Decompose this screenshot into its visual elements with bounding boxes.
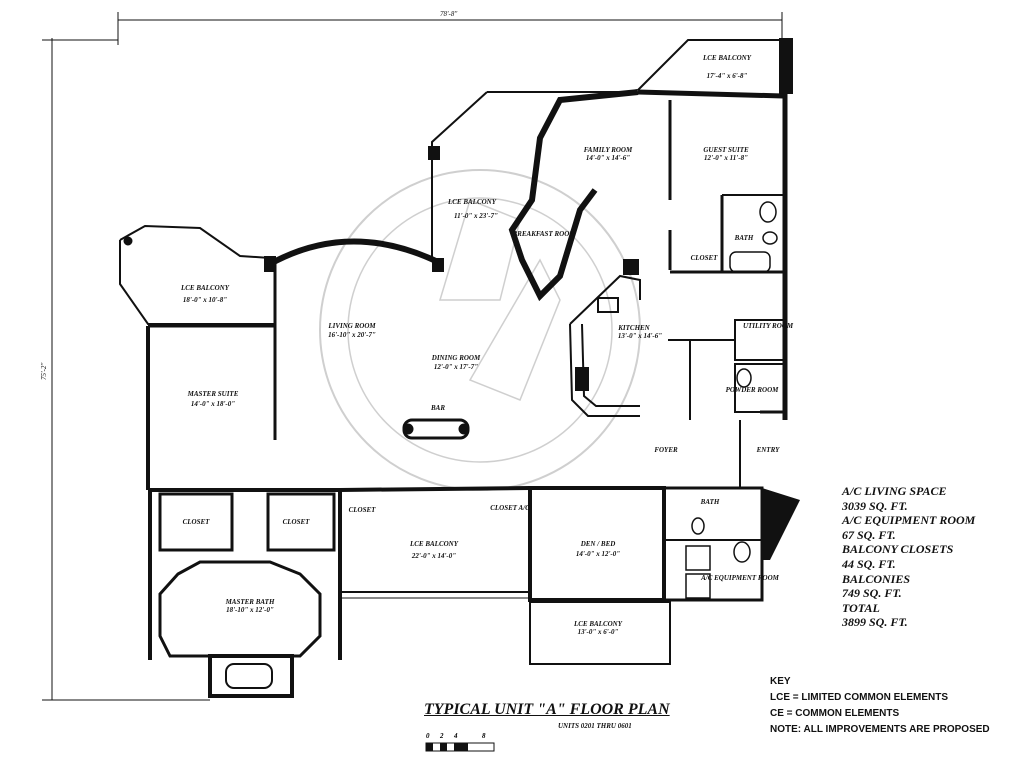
area-summary: A/C LIVING SPACE 3039 SQ. FT. A/C EQUIPM… — [842, 484, 1022, 630]
bath-fixtures — [685, 201, 778, 599]
room-label: BATH — [734, 234, 754, 242]
room-label: BATH — [700, 498, 720, 506]
room-label: BREAKFAST ROOM — [512, 230, 577, 238]
room-label: POWDER ROOM — [726, 386, 779, 394]
room-label: FOYER — [654, 446, 678, 454]
room-label: KITCHEN — [617, 324, 650, 332]
kitchen-counters — [569, 259, 641, 417]
key-note: NOTE: ALL IMPROVEMENTS ARE PROPOSED — [770, 724, 990, 735]
area-value: 3899 SQ. FT. — [842, 615, 908, 630]
area-label: A/C LIVING SPACE — [842, 484, 947, 498]
area-value: 44 SQ. FT. — [842, 556, 896, 571]
room-label: BAR — [430, 404, 445, 412]
dimension-lines — [42, 12, 783, 701]
legend-key: KEY LCE = LIMITED COMMON ELEMENTS CE = C… — [770, 674, 990, 738]
room-size: 13'-0" x 14'-6" — [618, 332, 662, 340]
key-item: CE = COMMON ELEMENTS — [770, 708, 900, 719]
room-label: UTILITY ROOM — [743, 322, 794, 330]
scale-tick-label: 2 — [439, 732, 444, 740]
room-size: 12'-0" x 11'-8" — [704, 154, 748, 162]
room-label: CLOSET A/C — [490, 504, 530, 512]
room-size: 14'-0" x 18'-0" — [191, 400, 235, 408]
width-dimension: 78'-8" — [440, 10, 457, 18]
room-size: 18'-0" x 10'-8" — [183, 296, 227, 304]
scale-bar: 0 2 4 8 — [425, 732, 495, 752]
room-label: LCE BALCONY — [180, 284, 230, 292]
room-size: 18'-10" x 12'-0" — [226, 606, 274, 614]
room-label: GUEST SUITE — [703, 146, 749, 154]
room-size: 16'-10" x 20'-7" — [328, 331, 376, 339]
room-label: A/C EQUIPMENT ROOM — [700, 574, 780, 582]
plan-title: TYPICAL UNIT "A" FLOOR PLAN — [424, 701, 670, 718]
area-value: 67 SQ. FT. — [842, 527, 896, 542]
area-value: 3039 SQ. FT. — [842, 498, 908, 513]
key-item: LCE = LIMITED COMMON ELEMENTS — [770, 692, 949, 703]
room-label: LCE BALCONY — [702, 54, 752, 62]
room-size: 12'-0" x 17'-7" — [434, 363, 478, 371]
room-labels: LCE BALCONY 17'-4" x 6'-8" GUEST SUITE 1… — [180, 54, 794, 636]
area-value: 749 SQ. FT. — [842, 586, 902, 601]
room-label: DEN / BED — [580, 540, 616, 548]
room-label: LCE BALCONY — [447, 198, 497, 206]
scale-tick-label: 0 — [426, 732, 430, 740]
room-label: FAMILY ROOM — [584, 146, 633, 154]
room-label: MASTER SUITE — [187, 390, 239, 398]
area-label: A/C EQUIPMENT ROOM — [842, 513, 976, 528]
room-label: DINING ROOM — [431, 354, 481, 362]
room-label: ENTRY — [756, 446, 781, 454]
room-label: CLOSET — [349, 506, 377, 514]
area-label: BALCONIES — [842, 571, 911, 586]
area-label: BALCONY CLOSETS — [842, 542, 954, 557]
bar-island — [402, 418, 470, 440]
room-size: 22'-0" x 14'-0" — [411, 552, 456, 560]
room-label: CLOSET — [283, 518, 311, 526]
plan-subtitle: UNITS 0201 THRU 0601 — [558, 722, 632, 730]
room-label: LCE BALCONY — [573, 620, 623, 628]
key-heading: KEY — [770, 676, 791, 687]
room-label: LIVING ROOM — [327, 322, 376, 330]
room-size: 17'-4" x 6'-8" — [707, 72, 748, 80]
room-label: MASTER BATH — [225, 598, 275, 606]
height-dimension: 75'-2" — [40, 363, 48, 380]
walls — [119, 38, 800, 698]
room-size: 14'-0" x 14'-6" — [586, 154, 630, 162]
room-size: 14'-0" x 12'-0" — [576, 550, 620, 558]
room-label: CLOSET — [691, 254, 719, 262]
scale-tick-label: 8 — [482, 732, 486, 740]
room-size: 11'-0" x 23'-7" — [454, 212, 498, 220]
area-label: TOTAL — [842, 600, 880, 615]
room-size: 13'-0" x 6'-0" — [578, 628, 619, 636]
scale-tick-label: 4 — [453, 732, 458, 740]
room-label: LCE BALCONY — [409, 540, 459, 548]
room-label: CLOSET — [183, 518, 211, 526]
